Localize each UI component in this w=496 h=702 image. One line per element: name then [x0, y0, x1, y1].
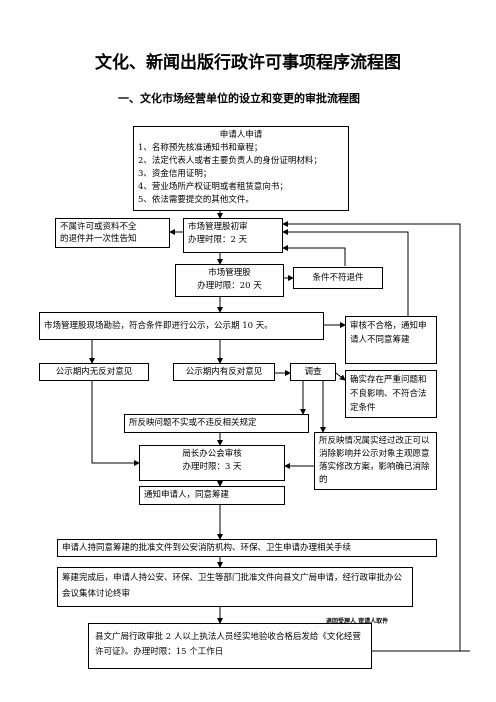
application-item-2: 2、法定代表人或者主要负责人的身份证明材料；: [138, 156, 322, 166]
serious-problem-box: 确实存在严重问题和不良影响、不符合法定条件: [345, 370, 437, 418]
application-heading: 申请人申请: [219, 130, 263, 140]
apply-departments-box: 申请人持同意筹建的批准文件到公安消防机构、环保、卫生申请办理相关手续: [57, 539, 437, 557]
license-box: 县文广局行政审批 2 人以上执法人员经实地验收合格后发给《文化经营许可证》。办理…: [88, 623, 372, 669]
arrow-no-objection-to-bureau: [91, 381, 140, 466]
correctable-box: 所反映情况属实经过改正可以消除影响并公示对象主观愿意落实修改方案，影响确已消除的: [314, 432, 437, 490]
application-item-5: 5、依法需要提交的其他文件。: [138, 195, 254, 205]
has-objection-box: 公示期内有反对意见: [173, 363, 275, 381]
incomplete-return-box: 不属许可或资料不全 的退件并一次性告知: [55, 218, 170, 248]
return-note: 退回受理人 审请人取件: [326, 618, 389, 625]
page-title: 文化、新闻出版行政许可事项程序流程图: [95, 53, 401, 73]
notify-approve-box: 通知申请人，同意筹建: [139, 486, 285, 505]
final-review-box: 筹建完成后，申请人持公安、环保、卫生等部门批准文件向县文广局申请，经行政审批办公…: [57, 567, 413, 607]
application-item-4: 4、营业场所产权证明或者租赁意向书；: [138, 182, 288, 192]
review-failed-box: 审核不合格，通知申请人不同意筹建: [345, 316, 437, 364]
market-section-label: 市场管理股: [208, 268, 251, 278]
application-item-3: 3、资金信用证明；: [138, 169, 212, 179]
investigate-box: 调查: [290, 363, 336, 381]
incomplete-line-2: 的退件并一次性告知: [60, 234, 137, 244]
bureau-review-label: 局长办公会审核: [182, 449, 242, 459]
market-section-time: 办理时限：20 天: [197, 281, 262, 291]
arrow-reject-to-first-review: [282, 245, 346, 266]
false-report-box: 所反映问题不实或不违反相关规定: [124, 414, 309, 433]
application-item-1: 1、名称预先核准通知书和章程；: [138, 143, 263, 153]
bureau-review-box: 局长办公会审核 办理时限：3 天: [139, 445, 285, 481]
site-inspection-box: 市场管理股现场勘验，符合条件即进行公示，公示期 10 天。: [39, 312, 324, 340]
first-review-time: 办理时限：2 天: [188, 235, 248, 245]
arrow-return-to-first-review: [282, 221, 461, 651]
bureau-review-time: 办理时限：3 天: [182, 462, 242, 472]
arrow-investigate-to-serious: [335, 372, 346, 381]
first-review-label: 市场管理股初审: [188, 222, 248, 232]
reject-return-box: 条件不符退件: [293, 267, 383, 289]
incomplete-line-1: 不属许可或资料不全: [60, 222, 137, 232]
page-subtitle: 一、文化市场经营单位的设立和变更的审批流程图: [118, 92, 360, 105]
application-box: 申请人申请 1、名称预先核准通知书和章程； 2、法定代表人或者主要负责人的身份证…: [133, 126, 349, 211]
first-review-box: 市场管理股初审 办理时限：2 天: [183, 218, 283, 253]
arrow-failed-to-first-review: [282, 229, 409, 316]
no-objection-box: 公示期内无反对意见: [39, 363, 149, 381]
market-section-box: 市场管理股 办理时限：20 天: [175, 264, 284, 297]
